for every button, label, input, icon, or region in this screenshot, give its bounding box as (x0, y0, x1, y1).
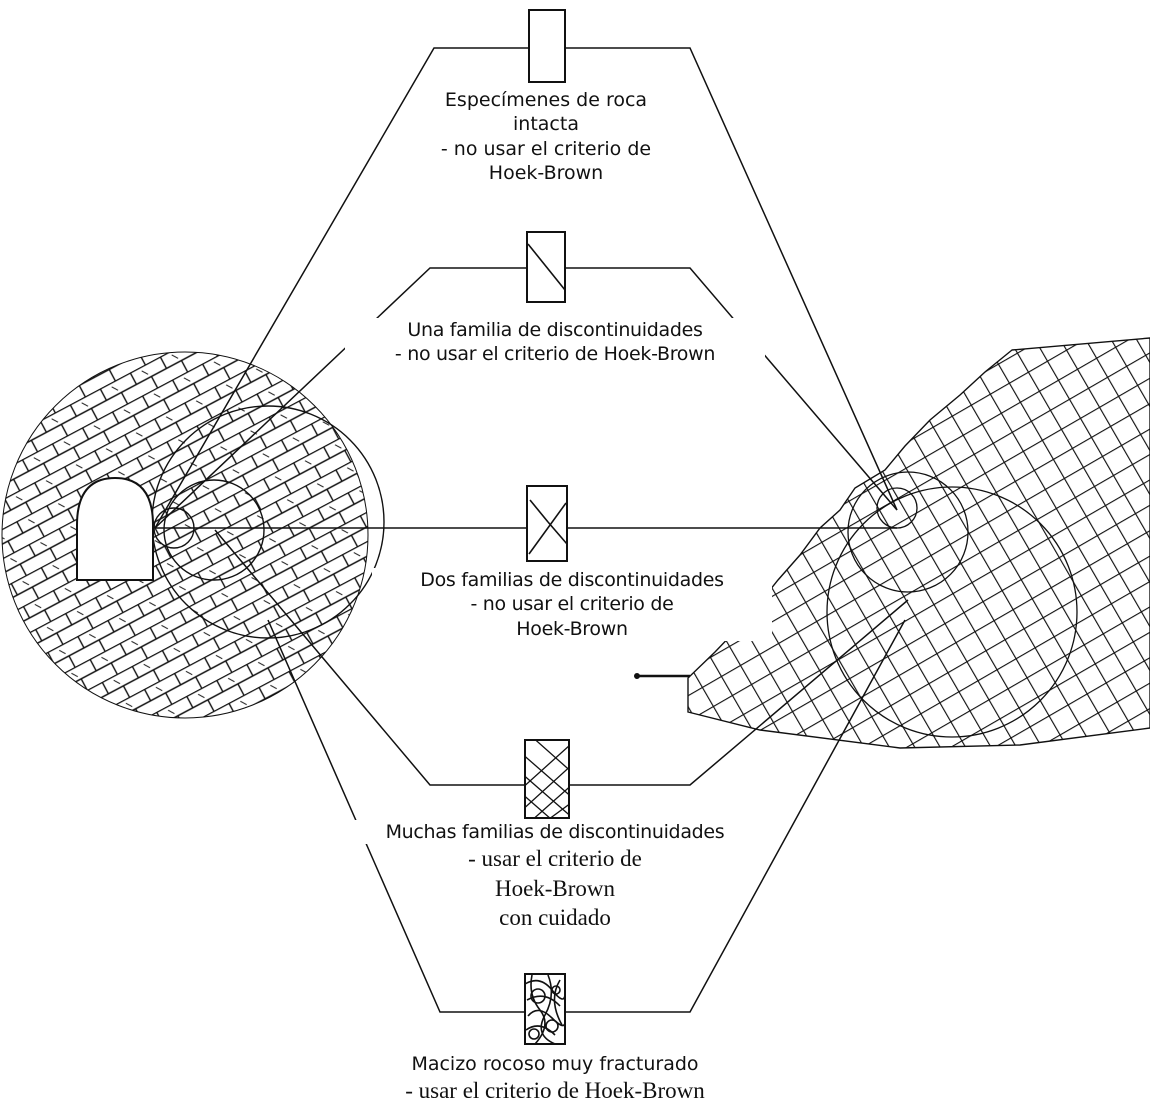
large-circle-right (826, 486, 1078, 738)
caption-many-discontinuity-sets: Muchas familias de discontinuidades - us… (345, 820, 765, 933)
caption-one-discontinuity-set: Una familia de discontinuidades - no usa… (345, 318, 765, 367)
slope-rock-mass (634, 337, 1150, 749)
caption-two-discontinuity-sets: Dos familias de discontinuidades - no us… (372, 568, 772, 641)
sample-many-sets-icon (524, 739, 570, 819)
tunnel-rock-mass (1, 351, 385, 719)
sample-fractured-icon (524, 973, 566, 1045)
sample-intact-icon (528, 9, 566, 83)
sample-one-set-icon (526, 231, 566, 303)
caption-intact-rock: Especímenes de roca intacta - no usar el… (440, 89, 652, 184)
medium-circle-left (163, 479, 265, 581)
medium-circle-right (847, 471, 969, 593)
caption-heavily-fractured: Macizo rocoso muy fracturado - usar el c… (405, 1053, 705, 1104)
sample-two-sets-icon (526, 485, 568, 562)
tunnel-opening (76, 476, 154, 581)
